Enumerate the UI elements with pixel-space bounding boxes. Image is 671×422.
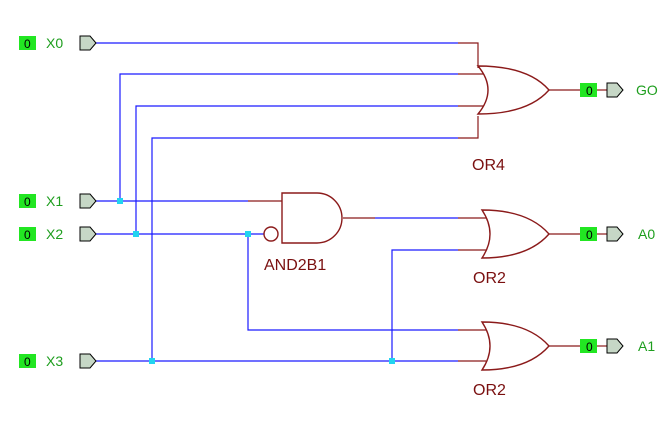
output-value: 0	[586, 228, 593, 242]
and2b1-gate-label: AND2B1	[264, 257, 326, 274]
output-a0[interactable]: 0 A0	[580, 226, 655, 242]
input-port-icon	[79, 193, 97, 209]
junctions	[117, 198, 395, 364]
and2b1-gate[interactable]	[263, 192, 343, 244]
input-value: 0	[24, 37, 31, 51]
input-value: 0	[24, 355, 31, 369]
junction-x3	[149, 358, 155, 364]
output-go[interactable]: 0 GO	[580, 82, 658, 98]
value-box	[19, 227, 36, 241]
output-a1[interactable]: 0 A1	[580, 338, 655, 354]
output-label: A0	[638, 226, 655, 242]
input-value: 0	[24, 228, 31, 242]
input-port-icon	[79, 353, 97, 369]
input-label: X1	[46, 193, 63, 209]
input-label: X3	[46, 353, 63, 369]
wires	[96, 42, 458, 362]
input-value: 0	[24, 195, 31, 209]
input-port-icon	[79, 35, 97, 51]
or2-bottom-gate-label: OR2	[473, 382, 506, 399]
or2-top-gate[interactable]	[480, 209, 550, 259]
output-label: GO	[636, 82, 658, 98]
wire-x3-or4	[151, 137, 458, 361]
or4-gate-label: OR4	[472, 157, 505, 174]
wire-x3-or2a	[391, 249, 458, 361]
input-label: X2	[46, 226, 63, 242]
output-label: A1	[638, 338, 655, 354]
value-box	[580, 83, 597, 97]
junction-x2-branch	[245, 231, 251, 237]
inverter-bubble	[263, 226, 279, 242]
wire-x2-or2b	[247, 234, 458, 331]
wire-x2-or4	[135, 105, 458, 234]
value-box	[580, 227, 597, 241]
value-box	[19, 194, 36, 208]
output-port-icon	[606, 338, 624, 354]
input-x3[interactable]: 0 X3	[19, 353, 97, 369]
output-value: 0	[586, 340, 593, 354]
or2-bottom-gate[interactable]	[480, 321, 550, 371]
value-box	[19, 36, 36, 50]
or2-top-gate-label: OR2	[473, 270, 506, 287]
input-label: X0	[46, 35, 63, 51]
output-port-icon	[606, 82, 624, 98]
junction-x2	[133, 231, 139, 237]
output-port-icon	[606, 226, 624, 242]
input-x2[interactable]: 0 X2	[19, 226, 97, 242]
or4-gate[interactable]	[476, 65, 550, 115]
input-x1[interactable]: 0 X1	[19, 193, 97, 209]
gate-pins	[248, 42, 580, 362]
output-value: 0	[586, 84, 593, 98]
value-box	[19, 354, 36, 368]
wire-x1-or4	[119, 73, 458, 201]
junction-x1	[117, 198, 123, 204]
value-box	[580, 339, 597, 353]
input-x0[interactable]: 0 X0	[19, 35, 97, 51]
input-port-icon	[79, 226, 97, 242]
junction-x3-branch	[389, 358, 395, 364]
